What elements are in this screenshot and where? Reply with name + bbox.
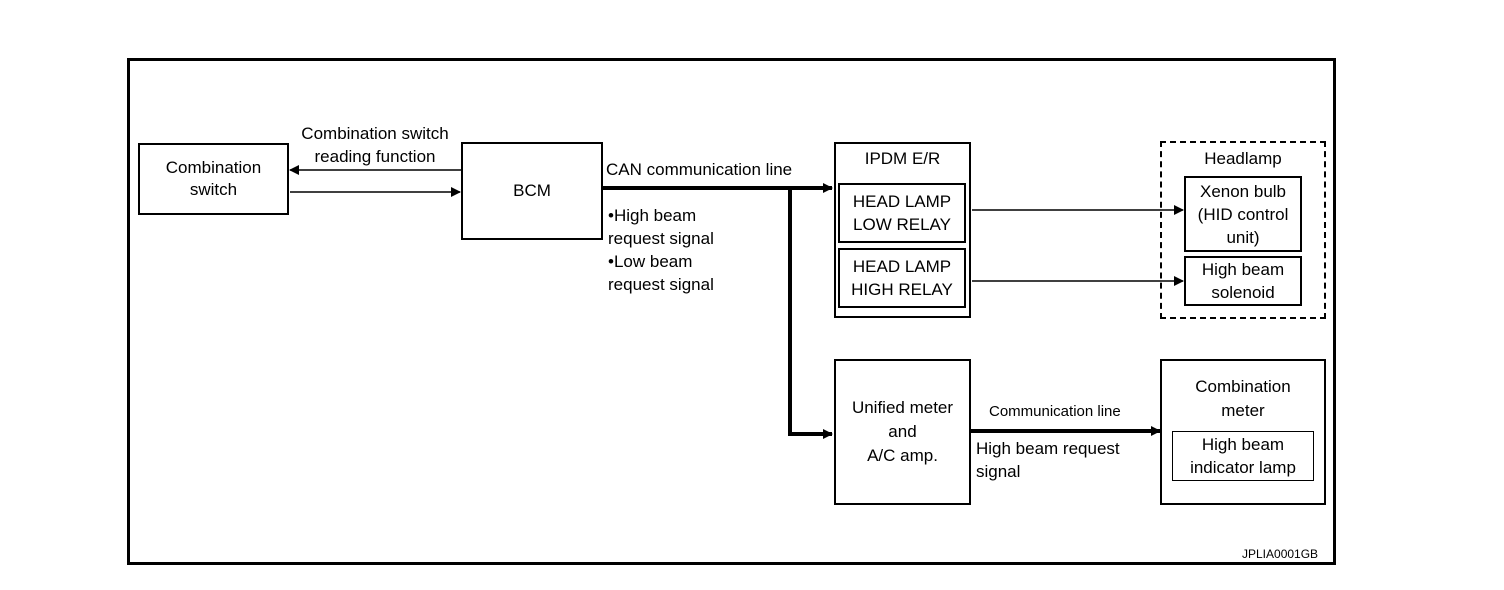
combination-meter-title: Combination meter — [1195, 377, 1291, 420]
bcm-signals-label: •High beam request signal •Low beam requ… — [608, 206, 714, 294]
high-beam-request-label: High beam request signal — [976, 439, 1120, 481]
headlamp-title: Headlamp — [1204, 149, 1282, 168]
diagram-frame — [127, 58, 1336, 565]
can-line-to-unified-meter — [788, 188, 833, 439]
combination-switch-box: Combination switch — [138, 143, 289, 215]
ipdm-er-title: IPDM E/R — [864, 149, 941, 168]
can-line-label: CAN communication line — [606, 160, 793, 179]
unified-meter-box: Unified meter and A/C amp. — [834, 359, 971, 505]
high-beam-indicator-lamp: High beam indicator lamp — [1172, 431, 1314, 481]
figure-id: JPLIA0001GB — [1242, 547, 1319, 561]
headlamp-group — [1160, 141, 1326, 319]
high-beam-solenoid-box: High beam solenoid — [1184, 256, 1302, 306]
switch-reading-label: Combination switch reading function — [301, 124, 449, 166]
communication-line-label: Communication line — [989, 403, 1121, 420]
head-lamp-high-relay: HEAD LAMP HIGH RELAY — [838, 248, 966, 308]
xenon-bulb-box: Xenon bulb (HID control unit) — [1184, 176, 1302, 252]
head-lamp-low-relay: HEAD LAMP LOW RELAY — [838, 183, 966, 243]
bcm-box: BCM — [461, 142, 603, 240]
